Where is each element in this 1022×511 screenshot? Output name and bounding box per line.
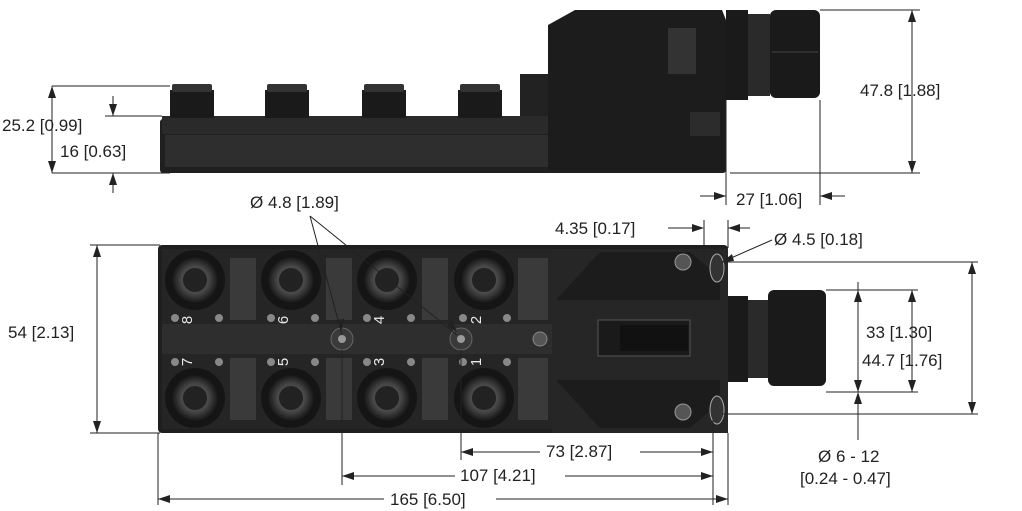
dim-73: 73 [2.87] [546, 442, 612, 461]
dim-4-35: 4.35 [0.17] [555, 219, 635, 238]
led-indicators [171, 314, 511, 366]
port [454, 368, 514, 428]
mounting-hole [330, 327, 354, 351]
port [165, 368, 225, 428]
dim-27: 27 [1.06] [736, 190, 802, 209]
port [357, 368, 417, 428]
dim-16: 16 [0.63] [60, 142, 126, 161]
screw-hole [674, 253, 725, 283]
port [454, 250, 514, 310]
side-housing [548, 10, 726, 170]
top-cable-gland [728, 290, 826, 386]
port [261, 368, 321, 428]
screw-hole [674, 395, 725, 425]
side-connector [362, 84, 406, 118]
dim-dia-6-12: Ø 6 - 12 [818, 447, 879, 466]
side-connector [458, 84, 502, 118]
port [165, 250, 225, 310]
port-number-7: 7 [179, 358, 196, 366]
dim-165: 165 [6.50] [390, 490, 466, 509]
dim-25-2: 25.2 [0.99] [2, 116, 82, 135]
port [261, 250, 321, 310]
mounting-hole [449, 327, 473, 351]
port-number-8: 8 [179, 316, 196, 324]
side-connectors [170, 74, 550, 118]
dim-54: 54 [2.13] [8, 323, 74, 342]
dim-dia-6-12-inch: [0.24 - 0.47] [800, 469, 891, 488]
port-number-4: 4 [371, 316, 388, 324]
ports-bottom-row [165, 368, 514, 428]
ground-screw [532, 331, 548, 347]
dim-44-7: 44.7 [1.76] [862, 351, 942, 370]
side-cable-gland [726, 10, 820, 100]
dim-107: 107 [4.21] [460, 466, 536, 485]
dim-33: 33 [1.30] [866, 323, 932, 342]
dim-dia-4-8: Ø 4.8 [1.89] [250, 193, 339, 212]
port-number-5: 5 [275, 358, 292, 366]
side-view: 25.2 [0.99] 16 [0.63] 47.8 [1.88] 27 [1.… [2, 9, 940, 209]
port-number-2: 2 [468, 316, 485, 324]
port-number-1: 1 [468, 358, 485, 366]
dim-dia-4-5: Ø 4.5 [0.18] [774, 230, 863, 249]
port-number-6: 6 [275, 316, 292, 324]
dim-47-8: 47.8 [1.88] [860, 81, 940, 100]
side-connector [170, 84, 214, 118]
port [357, 250, 417, 310]
port-number-3: 3 [371, 358, 388, 366]
side-connector [265, 84, 309, 118]
top-view: 8 6 4 2 7 5 3 1 [8, 193, 978, 509]
ports-top-row [165, 250, 514, 310]
